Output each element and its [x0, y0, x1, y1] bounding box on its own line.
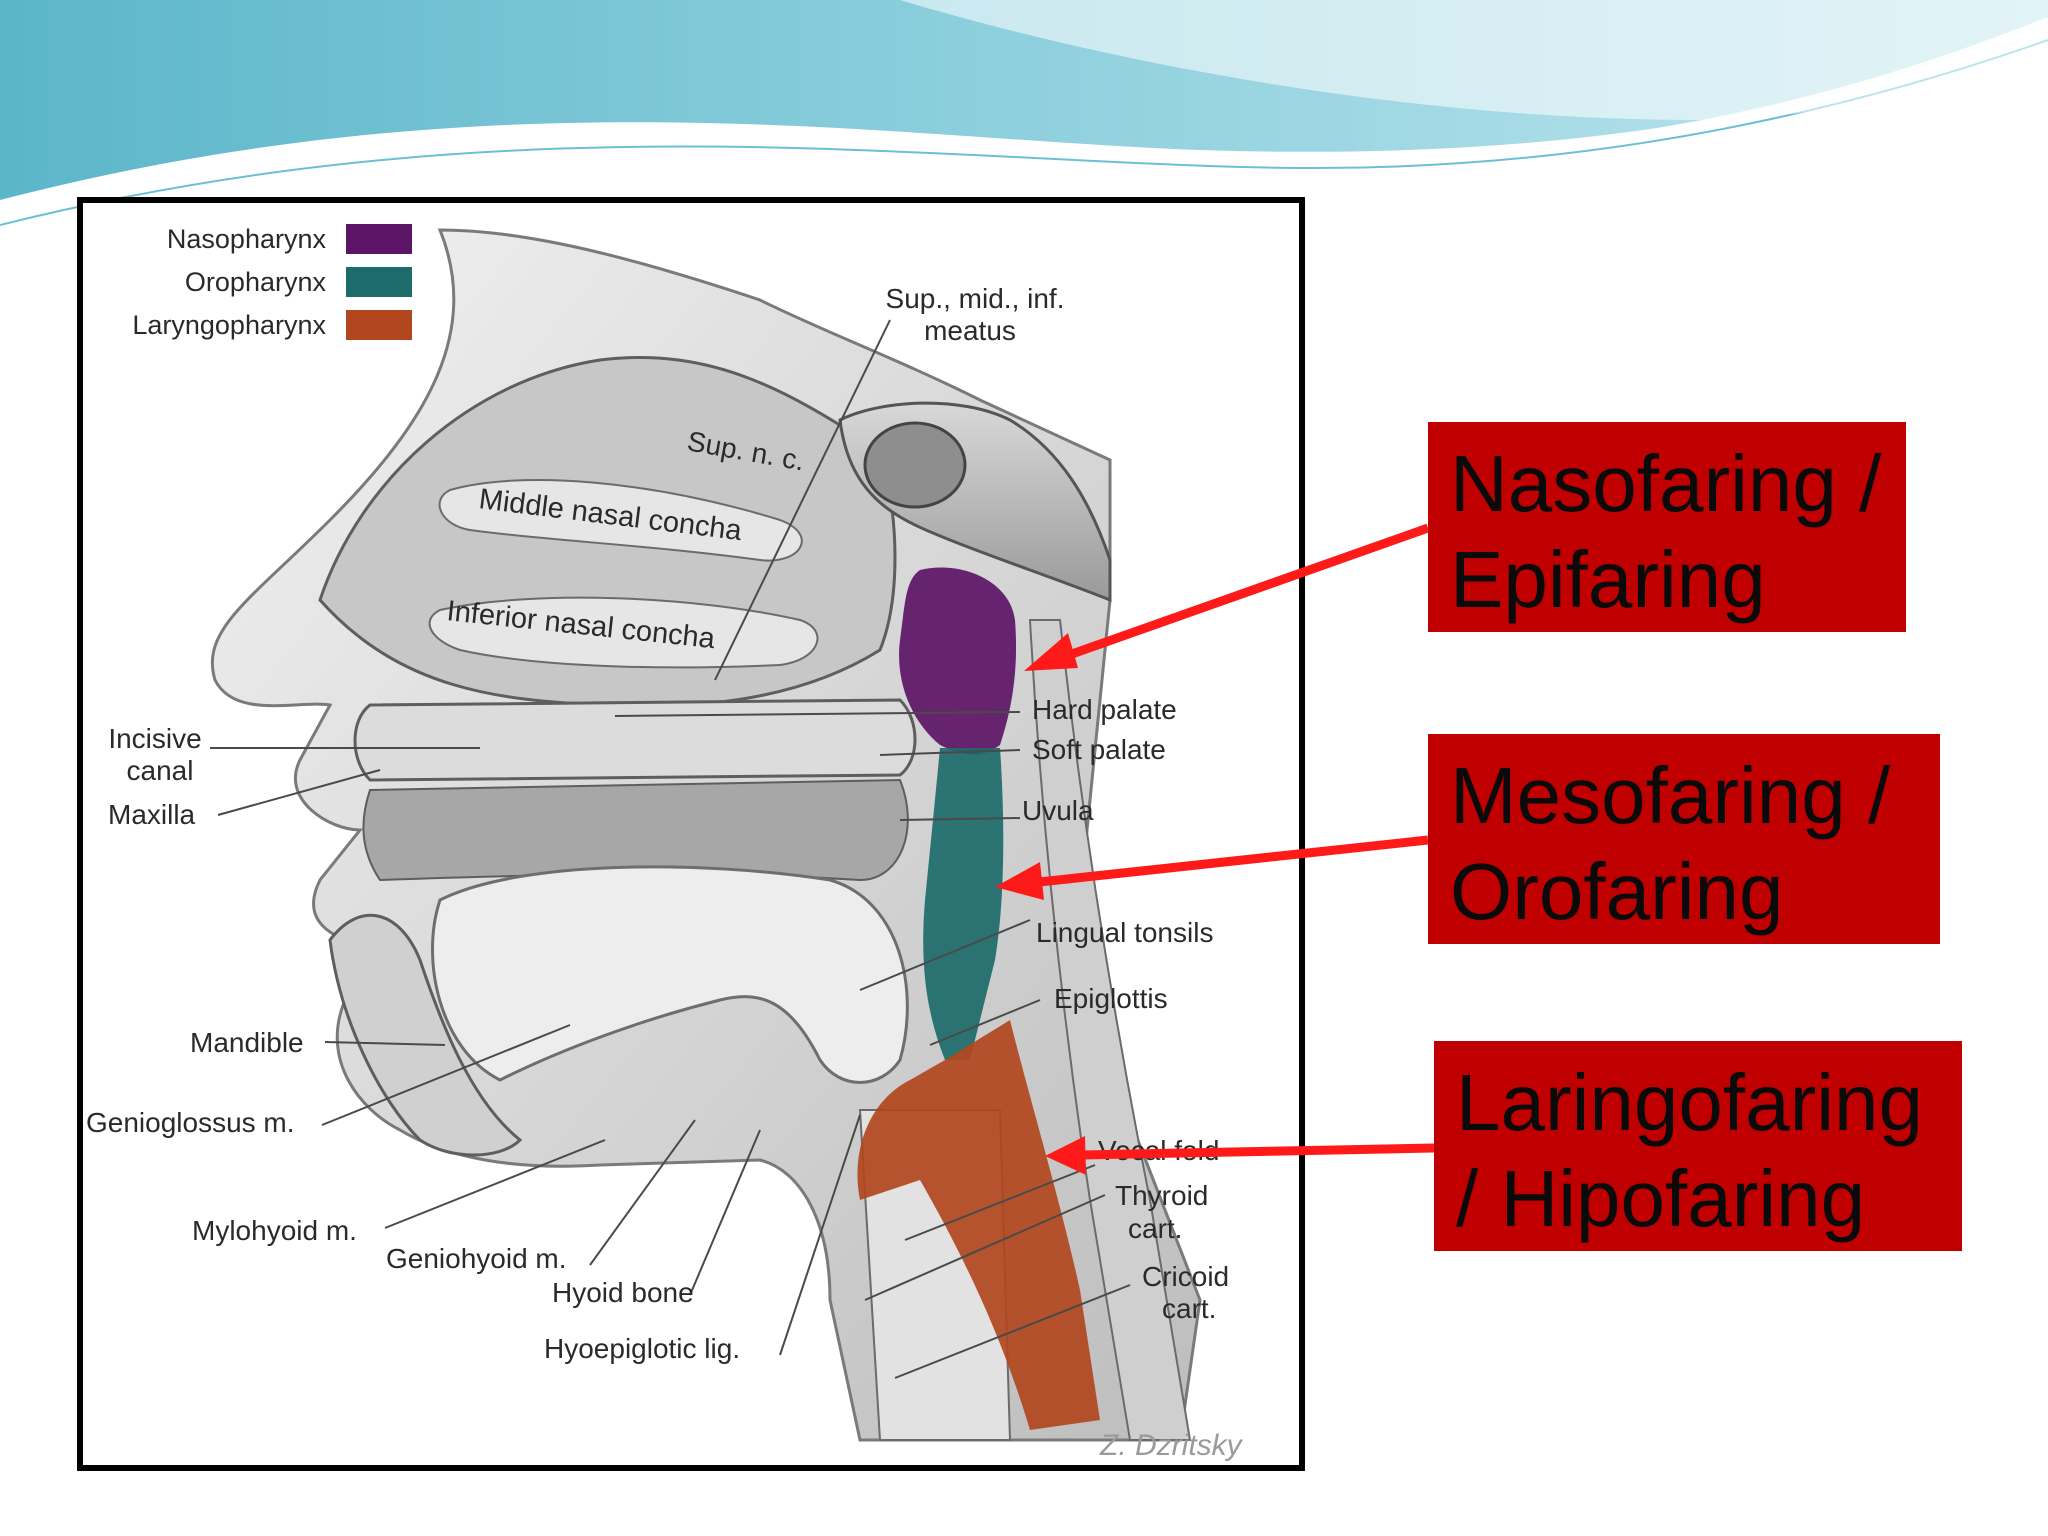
inferior-concha-shape	[428, 596, 819, 669]
callout-nasofaring: Nasofaring / Epifaring	[1428, 422, 1906, 632]
arrowhead-mesofaring	[995, 862, 1044, 900]
label-meatus-2: meatus	[924, 315, 1016, 346]
label-thyroid-1: Thyroid	[1115, 1180, 1208, 1211]
label-hyoid: Hyoid bone	[552, 1277, 694, 1308]
legend-label-nasopharynx: Nasopharynx	[167, 224, 327, 254]
laryngopharynx-region	[857, 1020, 1100, 1430]
legend-label-oropharynx: Oropharynx	[185, 267, 327, 297]
label-meatus-1: Sup., mid., inf.	[886, 283, 1065, 314]
callout-laringofaring-line2: / Hipofaring	[1456, 1154, 1866, 1243]
legend: Nasopharynx Oropharynx Laryngopharynx	[132, 224, 412, 340]
sphenoid-sinus	[863, 421, 967, 509]
callout-nasofaring-line2: Epifaring	[1450, 535, 1766, 624]
label-geniohyoid: Geniohyoid m.	[386, 1243, 567, 1274]
label-thyroid-2: cart.	[1128, 1213, 1182, 1244]
callout-laringofaring: Laringofaring / Hipofaring	[1434, 1041, 1962, 1251]
pointer-arrows	[995, 523, 1435, 1175]
label-lingual-tonsils: Lingual tonsils	[1036, 917, 1213, 948]
anatomy-illustration	[210, 228, 1202, 1442]
arrow-nasofaring	[1053, 523, 1430, 665]
callout-mesofaring-line1: Mesofaring /	[1450, 751, 1891, 840]
leader-lines	[210, 319, 1131, 1379]
arrow-mesofaring	[1029, 835, 1429, 888]
callout-nasofaring-line1: Nasofaring /	[1450, 439, 1882, 528]
callout-mesofaring-line2: Orofaring	[1450, 847, 1784, 936]
callout-laringofaring-line1: Laringofaring	[1456, 1058, 1923, 1147]
nasopharynx-region	[899, 567, 1017, 755]
label-incisive-2: canal	[127, 755, 194, 786]
label-mandible: Mandible	[190, 1027, 304, 1058]
label-hard-palate: Hard palate	[1032, 694, 1177, 725]
artist-signature: Z. Dzritsky	[1099, 1429, 1244, 1462]
label-genioglossus: Genioglossus m.	[86, 1107, 295, 1138]
arrowhead-nasofaring	[1024, 633, 1078, 671]
label-epiglottis: Epiglottis	[1054, 983, 1168, 1014]
arrow-laringofaring	[1081, 1143, 1435, 1160]
middle-concha-shape	[438, 479, 803, 562]
legend-label-laryngopharynx: Laryngopharynx	[132, 310, 326, 340]
arrowhead-laringofaring	[1045, 1136, 1086, 1175]
legend-swatch-nasopharynx	[346, 224, 412, 254]
legend-swatch-laryngopharynx	[346, 310, 412, 340]
label-hyoepiglottic: Hyoepiglotic lig.	[544, 1333, 740, 1364]
oropharynx-region	[923, 748, 1004, 1060]
header-wave	[0, 0, 2048, 226]
label-maxilla: Maxilla	[108, 799, 196, 830]
label-cricoid-2: cart.	[1162, 1293, 1216, 1324]
label-incisive-1: Incisive	[108, 723, 201, 754]
label-cricoid-1: Cricoid	[1142, 1261, 1229, 1292]
label-uvula: Uvula	[1022, 795, 1094, 826]
tongue-shape	[431, 865, 909, 1084]
label-soft-palate: Soft palate	[1032, 734, 1166, 765]
callout-mesofaring: Mesofaring / Orofaring	[1428, 734, 1940, 944]
palate-shape	[353, 698, 917, 782]
mandible-shape	[328, 913, 523, 1157]
cervical-spine	[1028, 619, 1192, 1441]
legend-swatch-oropharynx	[346, 267, 412, 297]
oral-cavity	[362, 778, 909, 882]
label-mylohyoid: Mylohyoid m.	[192, 1215, 357, 1246]
